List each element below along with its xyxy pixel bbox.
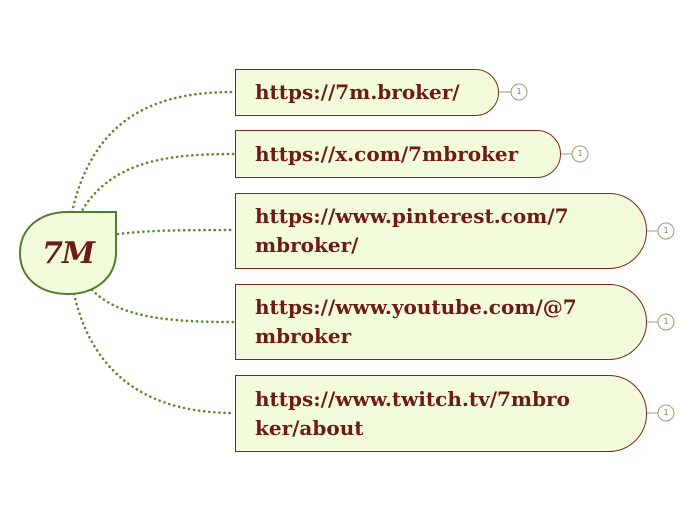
topic-node-4[interactable]: https://www.youtube.com/@7 mbroker [235,284,647,360]
topic-badge-1[interactable]: 1 [516,87,522,96]
topic-node-5-line-1: https://www.twitch.tv/7mbro [255,386,570,411]
badge-circle-3 [657,222,675,240]
topic-node-3-line-2: mbroker/ [255,233,359,257]
topic-node-5[interactable]: https://www.twitch.tv/7mbro ker/about [235,375,647,452]
topic-node-5-text: https://www.twitch.tv/7mbro ker/about [255,385,570,443]
badge-circle-4 [657,313,675,331]
badge-circle-2 [571,145,589,163]
topic-badge-5[interactable]: 1 [663,408,669,417]
badge-circle-5 [657,404,675,422]
topic-node-4-line-2: mbroker [255,324,352,348]
topic-node-3-line-1: https://www.pinterest.com/7 [255,204,569,228]
connectors [70,90,236,415]
connector-5 [72,292,236,415]
topic-node-5-line-2: ker/about [255,415,364,440]
topic-node-4-line-1: https://www.youtube.com/@7 [255,295,577,319]
root-node-shape [18,211,117,296]
badge-circle-1 [510,83,528,101]
connector-2 [78,152,236,216]
topic-node-3-text: https://www.pinterest.com/7 mbroker/ [255,202,569,260]
topic-node-3[interactable]: https://www.pinterest.com/7 mbroker/ [235,193,647,269]
topic-node-2-text: https://x.com/7mbroker [255,141,519,166]
root-node-label: 7M [41,235,95,271]
connector-3 [116,228,236,236]
topic-node-1-text: https://7m.broker/ [255,80,460,104]
connector-4 [90,288,236,324]
connector-1 [70,90,236,214]
root-node[interactable]: 7M [20,214,116,292]
topic-badge-2[interactable]: 1 [577,149,583,158]
topic-badge-3[interactable]: 1 [663,226,669,235]
topic-badge-4[interactable]: 1 [663,317,669,326]
topic-node-1[interactable]: https://7m.broker/ [235,69,499,116]
topic-node-4-text: https://www.youtube.com/@7 mbroker [255,293,577,351]
topic-node-2[interactable]: https://x.com/7mbroker [235,130,561,178]
badges [498,83,675,422]
